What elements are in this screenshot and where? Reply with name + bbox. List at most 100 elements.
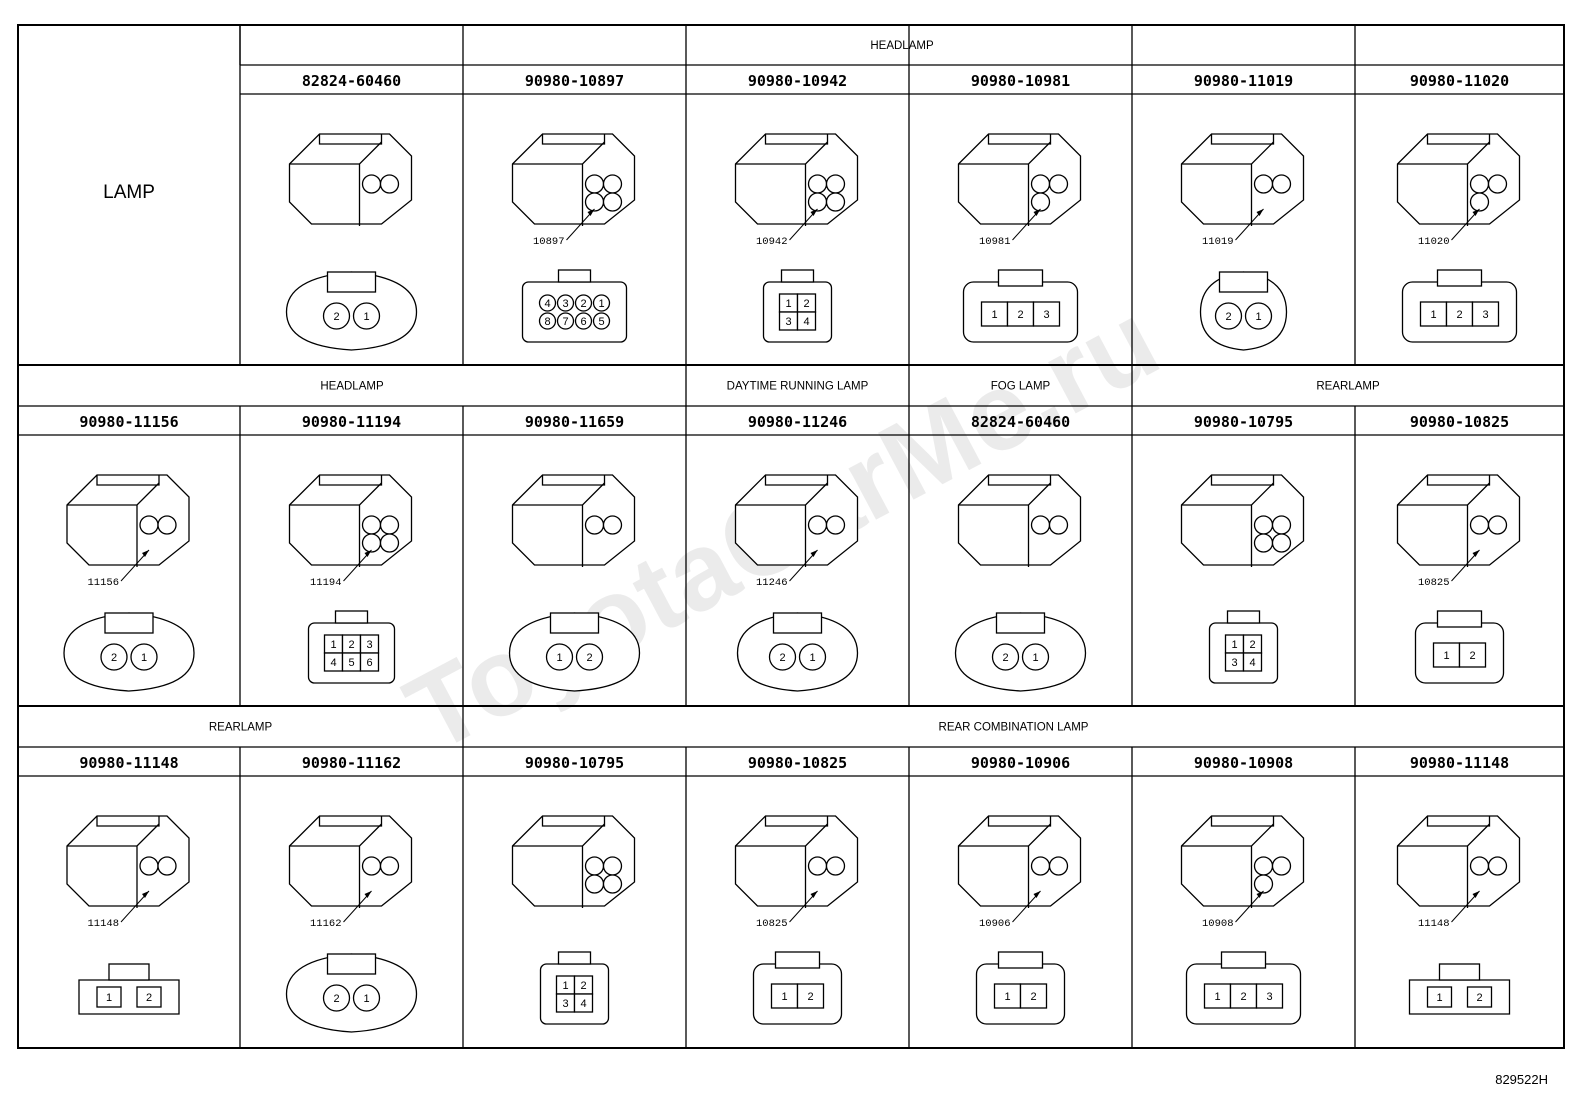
callout-label: 11162	[310, 918, 342, 930]
terminal-cavity	[361, 533, 382, 553]
housing-edge	[67, 823, 160, 908]
pin-number: 1	[1032, 652, 1038, 664]
pin-number: 5	[598, 316, 604, 328]
connector-perspective-icon	[957, 815, 1082, 908]
figure-id: 829522H	[1495, 1072, 1548, 1087]
callout-arrow-icon	[364, 891, 372, 898]
pin-number: 2	[1225, 311, 1231, 323]
terminal-cavity	[1271, 515, 1292, 535]
pin-number: 3	[562, 298, 568, 310]
lock-tab	[987, 134, 1052, 145]
callout-arrow-icon	[1472, 891, 1480, 898]
pin-number: 1	[141, 652, 147, 664]
pin-cavity	[545, 643, 574, 671]
terminal-cavity	[1487, 856, 1508, 876]
lock-tab	[1426, 475, 1491, 486]
pin-cavity	[1021, 643, 1050, 671]
pin-number: 2	[580, 980, 586, 992]
lock-tab	[1210, 134, 1275, 145]
terminal-cavity	[139, 856, 159, 876]
pin-cavity	[768, 643, 797, 671]
callout-arrow-icon	[587, 209, 595, 216]
pin-cavity	[322, 984, 351, 1012]
face-outline	[63, 612, 195, 692]
pin-number: 3	[1482, 309, 1488, 321]
housing-edge	[735, 141, 828, 226]
lock-tab	[96, 816, 160, 827]
terminal-cavity	[602, 192, 623, 212]
pin-number: 3	[366, 639, 372, 651]
housing-edge	[1181, 482, 1274, 567]
housing-outline	[66, 815, 190, 907]
pin-number: 2	[1249, 639, 1255, 651]
lock-tab	[318, 816, 383, 827]
terminal-cavity	[1048, 515, 1069, 535]
pin-number: 1	[1443, 650, 1449, 662]
pin-cavity	[1458, 642, 1487, 668]
housing-edge	[512, 141, 605, 226]
terminal-cavity	[139, 515, 159, 535]
pin-cavity	[993, 983, 1022, 1009]
housing-edge	[1397, 141, 1490, 226]
pin-number: 1	[809, 652, 815, 664]
terminal-cavity	[1048, 174, 1069, 194]
housing-outline	[957, 815, 1082, 907]
connector-perspective-icon	[1180, 133, 1305, 226]
pin-number: 1	[1430, 309, 1436, 321]
terminal-cavity	[584, 856, 605, 876]
terminal-cavity	[1253, 533, 1274, 553]
housing-edge	[289, 482, 382, 567]
pin-number: 1	[1436, 992, 1442, 1004]
lock-tab	[764, 134, 829, 145]
terminal-cavity	[1487, 174, 1508, 194]
terminal-cavity	[1253, 856, 1274, 876]
housing-edge	[1397, 823, 1490, 908]
terminal-cavity	[825, 515, 846, 535]
lock-tab	[764, 475, 829, 486]
connector-perspective-icon	[734, 474, 859, 567]
part-number: 90980-11019	[1194, 72, 1293, 90]
outer-border	[17, 24, 1565, 1049]
terminal-cavity	[1271, 174, 1292, 194]
housing-outline	[1396, 474, 1521, 566]
housing-edge	[735, 482, 828, 567]
callout-label: 10908	[1202, 918, 1234, 930]
lock-tab	[1426, 134, 1491, 145]
pin-number: 3	[1043, 309, 1049, 321]
callout-arrow-icon	[142, 550, 149, 557]
terminal-cavity	[1253, 874, 1274, 894]
callout-label: 10981	[979, 236, 1011, 248]
pin-cavity	[574, 294, 593, 312]
lock-tab	[1438, 963, 1481, 981]
pin-cavity	[574, 312, 593, 330]
callout-label: 10825	[756, 918, 788, 930]
corner-label: LAMP	[103, 182, 155, 203]
pin-cavity	[798, 643, 827, 671]
group-header: REARLAMP	[209, 722, 273, 734]
terminal-cavity	[807, 856, 828, 876]
terminal-cavity	[1030, 192, 1051, 212]
terminal-cavity	[1469, 192, 1490, 212]
part-number: 90980-10981	[971, 72, 1070, 90]
housing-edge	[289, 823, 382, 908]
pin-number: 2	[803, 298, 809, 310]
callout-label: 11156	[87, 577, 119, 589]
housing-edge	[735, 823, 828, 908]
terminal-cavity	[1253, 174, 1274, 194]
part-number: 82824-60460	[971, 413, 1070, 431]
lock-tab	[1436, 610, 1483, 628]
pin-cavity	[1466, 986, 1493, 1008]
pin-cavity	[796, 311, 817, 331]
pin-number: 1	[781, 991, 787, 1003]
connector-perspective-icon	[511, 815, 636, 908]
lock-tab	[334, 610, 369, 624]
